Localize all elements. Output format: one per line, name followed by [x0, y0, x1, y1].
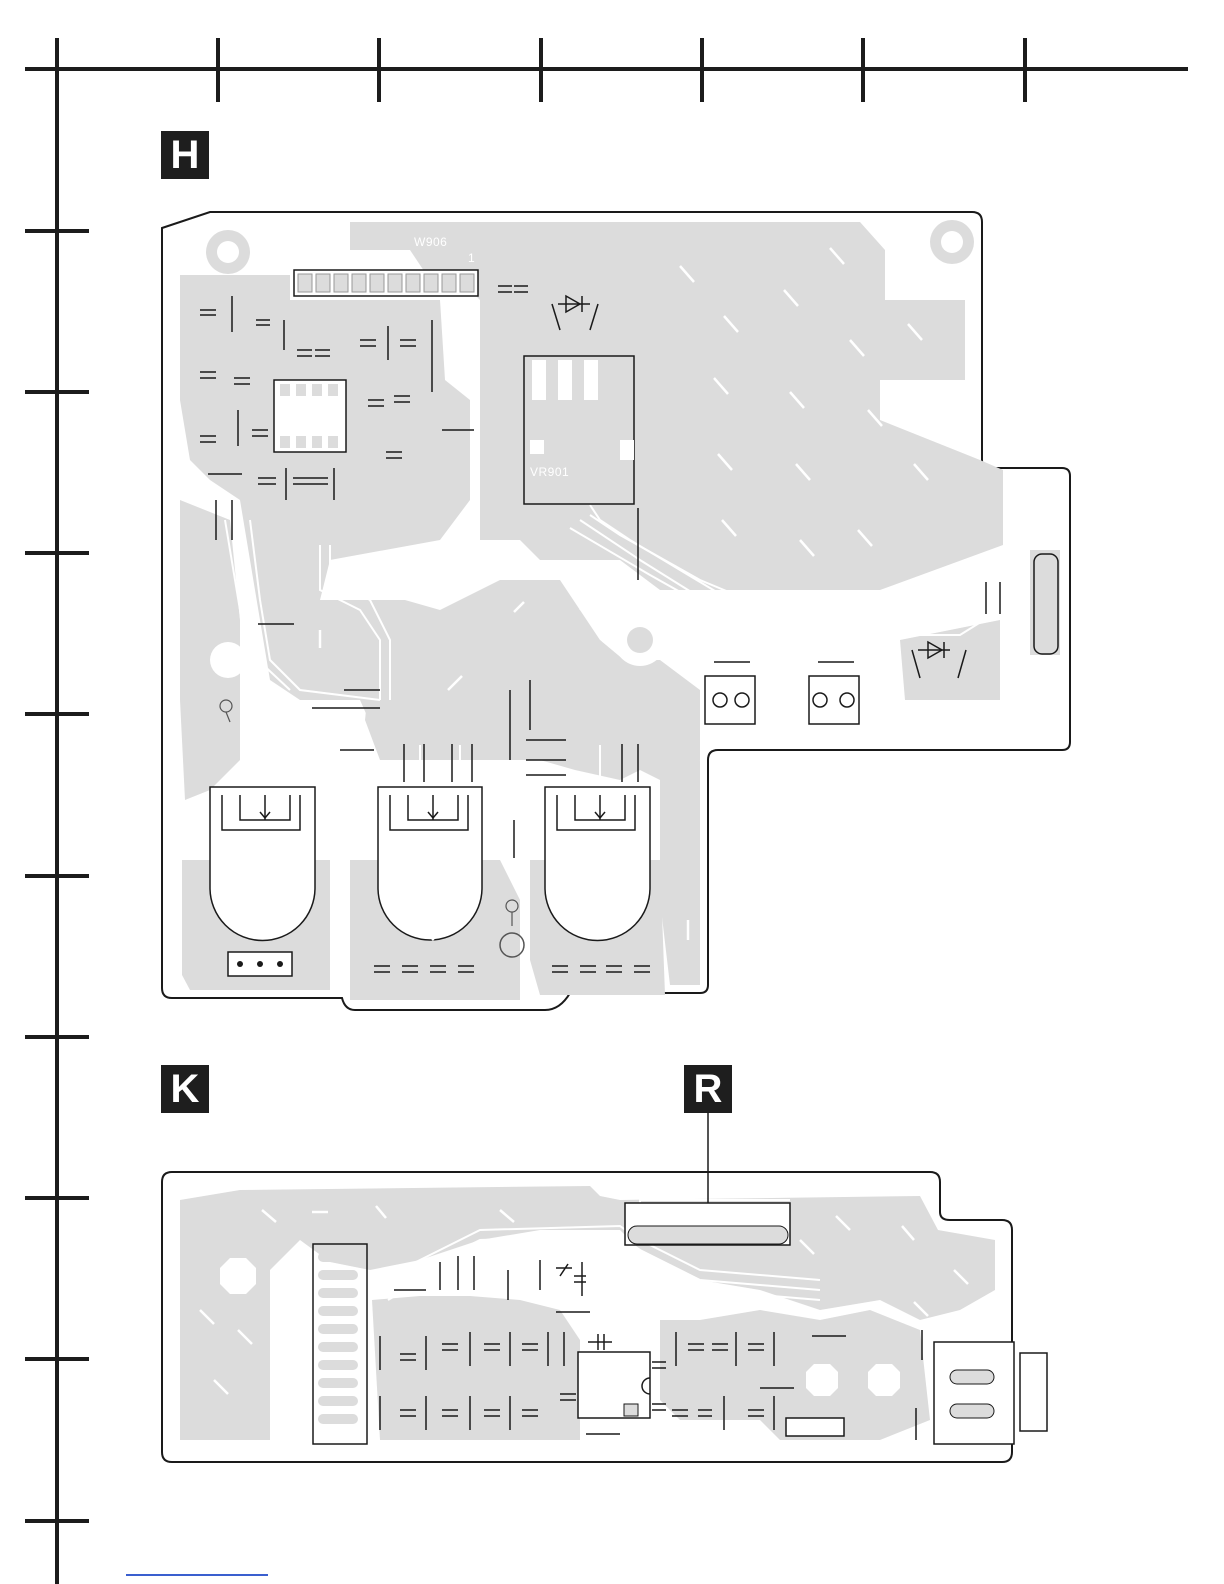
jack — [809, 676, 859, 724]
label-pin-one: 1 — [468, 251, 475, 265]
jack-body — [1020, 1353, 1047, 1431]
mounting-hole — [941, 231, 963, 253]
label-w906: W906 — [414, 235, 447, 249]
mounting-hole — [220, 1258, 256, 1294]
mounting-hole — [217, 241, 239, 263]
rotary-pot — [210, 787, 650, 941]
ic-chip — [578, 1352, 650, 1418]
power-jack — [934, 1342, 1014, 1444]
ground-plane — [365, 640, 660, 780]
footer-link-underline[interactable] — [126, 1574, 268, 1576]
side-connector — [1034, 554, 1058, 654]
board-k — [162, 1112, 1047, 1462]
mounting-pad — [868, 1364, 900, 1396]
mounting-pad — [806, 1364, 838, 1396]
label-vr901: VR901 — [530, 465, 569, 479]
board-h: W906 1 VR901 — [162, 212, 1070, 1010]
pin-header — [786, 1418, 844, 1436]
ground-plane — [372, 1296, 580, 1440]
mounting-hole — [627, 627, 653, 653]
mounting-hole — [210, 642, 246, 678]
